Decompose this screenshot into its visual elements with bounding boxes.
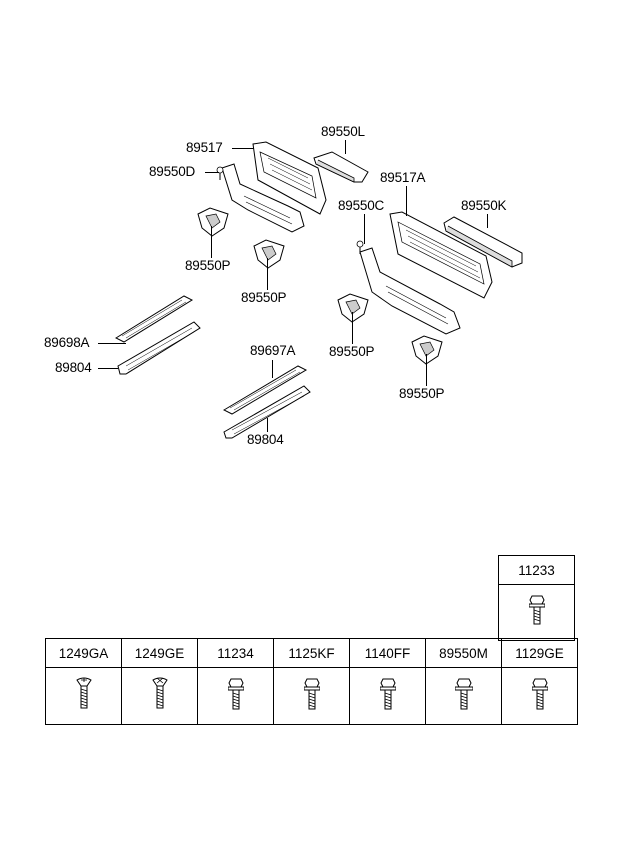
fastener-icon-cell [197,667,274,725]
cover-pad-89550l-drawing [313,151,369,183]
fastener-header-11233: 11233 [498,555,575,585]
seat-frame-89517a-drawing [356,211,493,335]
fasteners-header-row: 1249GA 1249GE 11234 1125KF 1140FF 89550M… [45,638,578,668]
callout-89550l: 89550L [321,124,365,139]
leader-89550k [487,214,488,228]
rail-89697a-89804-drawing [222,365,311,439]
leader-89804-1 [98,368,118,369]
fastener-header: 89550M [425,638,502,668]
callout-89804-2: 89804 [247,432,284,447]
fastener-icon-cell [501,667,578,725]
fastener-header: 1249GA [45,638,122,668]
callout-89550d: 89550D [149,164,196,179]
countersunk-screw-icon [151,677,168,708]
cover-pad-89550k-drawing [443,216,523,268]
clip-89550p-drawing-3 [337,293,369,323]
callout-89550p-1: 89550P [185,258,231,273]
rail-89698a-89804-drawing [114,295,201,375]
leader-89550p-3 [352,312,353,344]
callout-89698a: 89698A [44,335,90,350]
clip-89550p-drawing-1 [197,207,229,237]
leader-89517a [406,186,407,216]
callout-89697a: 89697A [250,343,296,358]
leader-89550p-4 [426,354,427,386]
flange-bolt-icon [528,595,545,625]
fasteners-table: 1249GA 1249GE 11234 1125KF 1140FF 89550M… [45,638,578,725]
flange-bolt-icon [454,678,473,709]
fastener-header: 11234 [197,638,274,668]
flange-bolt-icon [531,678,548,709]
flange-bolt-icon [303,678,320,709]
leader-89517 [232,148,254,149]
fastener-icon-cell [45,667,122,725]
callout-89550p-3: 89550P [329,344,375,359]
fastener-header: 1125KF [273,638,350,668]
leader-89697a [272,360,273,378]
fastener-header: 1249GE [121,638,198,668]
fastener-header: 1140FF [349,638,426,668]
clip-89550p-drawing-4 [411,335,443,365]
flange-bolt-icon [379,678,396,709]
fastener-icon-cell [349,667,426,725]
leader-89550p-2 [267,258,268,290]
fastener-header: 1129GE [501,638,578,668]
callout-89517: 89517 [186,140,223,155]
callout-89550c: 89550C [338,198,385,213]
callout-89517a: 89517A [380,170,426,185]
clip-89550p-drawing-2 [253,239,285,269]
callout-89804-1: 89804 [55,360,92,375]
seat-frame-89517-drawing [216,141,327,233]
leader-89698a [98,343,126,344]
callout-89550p-2: 89550P [241,290,287,305]
fasteners-icon-row [45,667,578,725]
fastener-icon-cell [425,667,502,725]
leader-89550d [205,172,219,173]
fastener-icon-cell-11233 [498,584,575,641]
fastener-icon-cell [121,667,198,725]
flange-bolt-icon [227,678,244,709]
leader-89550l [345,140,346,154]
leader-89804-2 [267,418,268,432]
fastener-icon-cell [273,667,350,725]
leader-89550p-1 [211,226,212,258]
fastener-cell-11233: 11233 [498,555,575,641]
leader-89550c [364,214,365,244]
countersunk-screw-icon [75,677,92,708]
callout-89550p-4: 89550P [399,386,445,401]
callout-89550k: 89550K [461,198,507,213]
